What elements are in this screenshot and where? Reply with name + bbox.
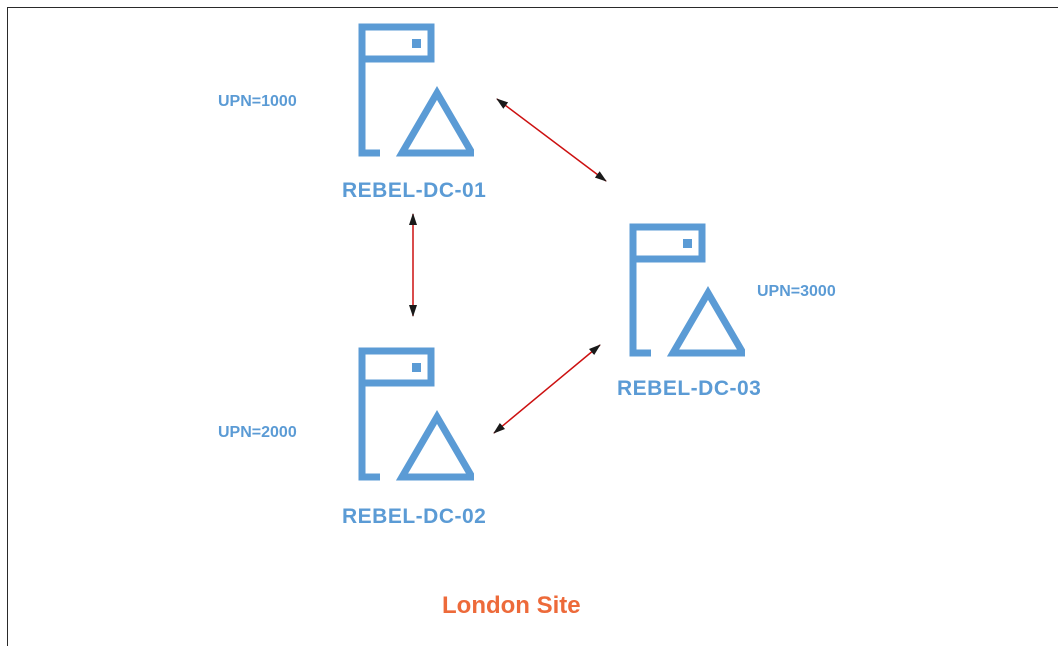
server-name-dc03: REBEL-DC-03 xyxy=(617,377,762,400)
link-dc02-dc03 xyxy=(493,344,601,434)
upn-label-dc03: UPN=3000 xyxy=(757,283,836,300)
domain-controller-server-icon[interactable] xyxy=(358,23,474,157)
link-dc01-dc03 xyxy=(496,98,607,182)
domain-controller-server-icon[interactable] xyxy=(358,347,474,481)
domain-controller-server-icon[interactable] xyxy=(629,223,745,357)
upn-label-dc01: UPN=1000 xyxy=(218,93,297,110)
diagram-frame xyxy=(7,7,1058,646)
site-label: London Site xyxy=(442,592,581,619)
server-name-dc01: REBEL-DC-01 xyxy=(342,179,487,202)
server-name-dc02: REBEL-DC-02 xyxy=(342,505,487,528)
upn-label-dc02: UPN=2000 xyxy=(218,424,297,441)
